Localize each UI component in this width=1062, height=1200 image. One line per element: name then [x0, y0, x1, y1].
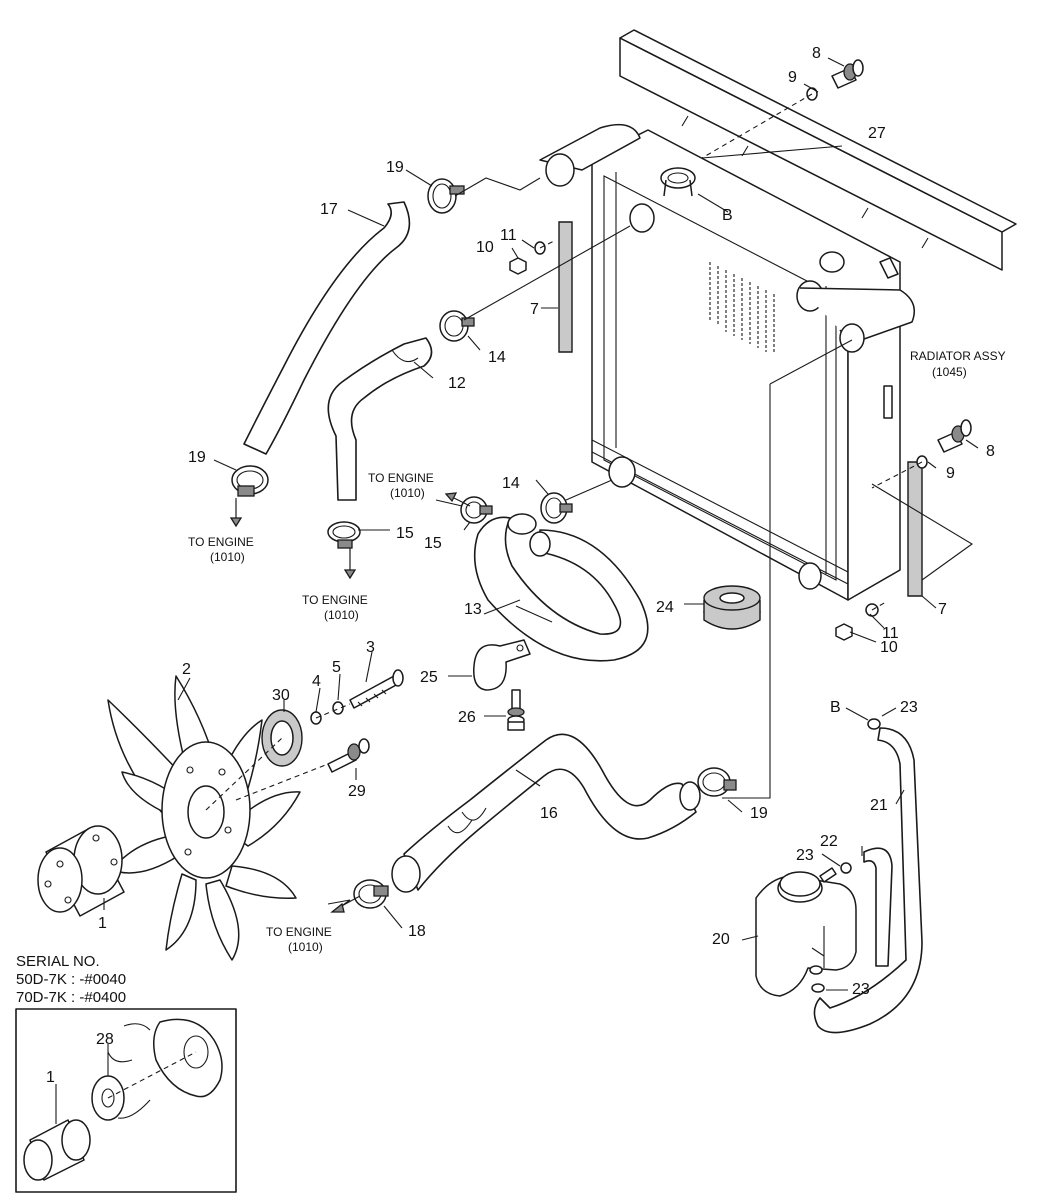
inset-detail: [23, 1018, 223, 1181]
callout-23-top: 23: [900, 699, 918, 716]
serial-note: SERIAL NO. 50D-7K : -#0040 70D-7K : -#04…: [16, 953, 126, 1006]
callout-1-inset: 1: [46, 1069, 55, 1086]
to-engine-code-b: (1010): [210, 550, 245, 564]
washer-5: [332, 701, 344, 715]
nut-10-upper: [509, 257, 527, 275]
clamp-19-right: [697, 767, 737, 797]
bracket-27: [619, 29, 1017, 271]
callout-15-lower: 15: [396, 525, 414, 542]
callout-10-right: 10: [880, 639, 898, 656]
to-engine-code-d: (1010): [288, 940, 323, 954]
bolt-3: [349, 669, 404, 709]
callout-24: 24: [656, 599, 674, 616]
to-engine-code-a: (1010): [390, 486, 425, 500]
reservoir-tank-20: [755, 867, 857, 997]
clamp-14-upper: [439, 310, 475, 342]
callouts: 8 9 27 19 B 17 11 10 7 14 12 19 14 15 15…: [46, 45, 995, 1086]
callout-8-right: 8: [986, 443, 995, 460]
fan-2: [107, 675, 301, 961]
callout-7-right: 7: [938, 601, 947, 618]
to-engine-label-c: TO ENGINE: [302, 593, 368, 607]
callout-9-top: 9: [788, 69, 797, 86]
callout-13: 13: [464, 601, 482, 618]
callout-18: 18: [408, 923, 426, 940]
hose-21: [813, 727, 923, 1034]
callout-25: 25: [420, 669, 438, 686]
to-engine-label-b: TO ENGINE: [188, 535, 254, 549]
bolt-29: [327, 738, 370, 773]
washer-23-low: [811, 983, 825, 993]
callout-19-left: 19: [188, 449, 206, 466]
callout-3: 3: [366, 639, 375, 656]
serial-title: SERIAL NO.: [16, 953, 100, 970]
callout-5: 5: [332, 659, 341, 676]
callout-1: 1: [98, 915, 107, 932]
callout-8-top: 8: [812, 45, 821, 62]
callout-19-right: 19: [750, 805, 768, 822]
callout-22: 22: [820, 833, 838, 850]
callout-23-mid: 23: [796, 847, 814, 864]
clamp-14-lower: [540, 492, 573, 524]
callout-9-right: 9: [946, 465, 955, 482]
callout-17: 17: [320, 201, 338, 218]
callout-14-upper: 14: [488, 349, 506, 366]
hose-22: [863, 847, 893, 967]
to-engine-label-d: TO ENGINE: [266, 925, 332, 939]
to-engine-code-c: (1010): [324, 608, 359, 622]
callout-14-lower: 14: [502, 475, 520, 492]
callout-29: 29: [348, 783, 366, 800]
clamp-25: [473, 639, 531, 691]
spacer-30: [261, 709, 303, 767]
callout-11-right: 11: [882, 625, 899, 642]
bolt-8-top: [831, 59, 864, 89]
mount-24: [703, 585, 761, 630]
clamp-19-left: [231, 465, 269, 497]
washer-23-b: [867, 718, 881, 730]
callout-15-upper: 15: [424, 535, 442, 552]
rubber-plate-7-left: [558, 221, 573, 353]
clamp-18: [353, 879, 389, 909]
callout-26: 26: [458, 709, 476, 726]
leader-lines: [103, 57, 979, 991]
callout-12: 12: [448, 375, 466, 392]
inset-frame: [15, 1008, 237, 1193]
callout-11-top: 11: [500, 227, 517, 244]
to-engine-labels: TO ENGINE (1010) TO ENGINE (1010) TO ENG…: [188, 471, 434, 954]
callout-4: 4: [312, 673, 321, 690]
clamp-15-lower: [327, 521, 361, 549]
radiator-assy-code: (1045): [932, 365, 967, 379]
hose-12: [327, 337, 433, 501]
clamp-19-top: [427, 178, 465, 214]
callout-16: 16: [540, 805, 558, 822]
nut-10-lower: [835, 623, 853, 641]
hose-17: [243, 201, 411, 455]
callout-21: 21: [870, 797, 888, 814]
bolt-26: [507, 689, 525, 731]
clamp-15-upper: [460, 496, 493, 524]
radiator-assy-label: RADIATOR ASSY: [910, 349, 1006, 363]
mount-plane: [871, 483, 973, 581]
callout-27: 27: [868, 125, 886, 142]
to-engine-label-a: TO ENGINE: [368, 471, 434, 485]
callout-19-top: 19: [386, 159, 404, 176]
spacer-1: [37, 825, 125, 917]
callout-b-filler: B: [722, 207, 733, 224]
serial-line-1: 50D-7K : -#0040: [16, 971, 126, 988]
hose-13: [473, 516, 649, 662]
callout-10-top: 10: [476, 239, 494, 256]
bolt-8-right: [937, 419, 972, 453]
callout-28: 28: [96, 1031, 114, 1048]
callout-7-left: 7: [530, 301, 539, 318]
washer-23-mid: [840, 862, 852, 874]
callout-30: 30: [272, 687, 290, 704]
callout-20: 20: [712, 931, 730, 948]
callout-23-low: 23: [852, 981, 870, 998]
callout-b-hose: B: [830, 699, 841, 716]
radiator-assembly: [539, 123, 915, 601]
rubber-plate-7-right: [907, 461, 923, 597]
callout-2: 2: [182, 661, 191, 678]
serial-line-2: 70D-7K : -#0400: [16, 989, 126, 1006]
